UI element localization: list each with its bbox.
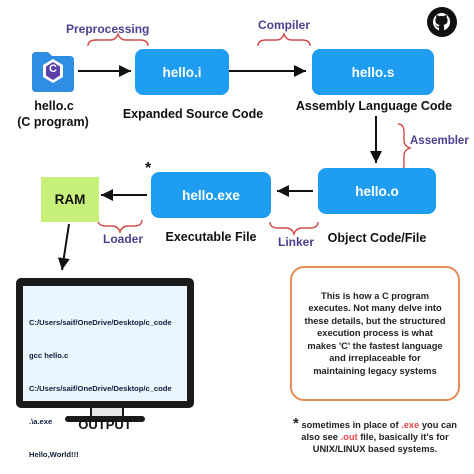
step-loader: Loader [103, 232, 144, 246]
executable-caption: Executable File [165, 230, 257, 244]
c-icon-letter: C [49, 63, 57, 75]
c-language-file-icon: C [30, 48, 76, 94]
arrow-ram-to-output [57, 223, 70, 271]
assembly-caption: Assembly Language Code [295, 99, 453, 113]
step-assembler: Assembler [410, 135, 469, 147]
footnote-before: sometimes in place of [301, 420, 402, 430]
ram-box: RAM [41, 177, 99, 222]
step-linker: Linker [278, 235, 315, 249]
object-label: hello.o [355, 183, 399, 199]
brace-compiler [257, 31, 311, 47]
monitor-stand-neck [90, 408, 124, 418]
explanation-text: This is how a C program executes. Not ma… [304, 291, 446, 376]
step-preprocessing: Preprocessing [66, 22, 150, 36]
object-box: hello.o [318, 168, 436, 214]
source-caption-filename: hello.c [34, 99, 74, 113]
github-icon[interactable] [426, 6, 458, 38]
footnote: * sometimes in place of .exe you can als… [290, 415, 460, 455]
step-compiler: Compiler [258, 18, 311, 32]
footnote-exe-ext: .exe [401, 420, 420, 430]
monitor-stand-base [65, 416, 145, 422]
footnote-after: file, basically it's for UNIX/LINUX base… [312, 432, 449, 454]
assembly-label: hello.s [351, 64, 395, 80]
terminal-screen [20, 283, 190, 404]
terminal-line: .\a.exe [29, 417, 53, 426]
footnote-out-ext: .out [340, 432, 358, 442]
expanded-source-label: hello.i [162, 64, 202, 80]
terminal-line: Hello,World!!! [29, 450, 79, 459]
terminal-output: C:/Users/saif/OneDrive/Desktop/c_code gc… [29, 295, 172, 471]
expanded-source-box: hello.i [135, 49, 229, 95]
executable-asterisk: * [145, 160, 152, 177]
terminal-line: C:/Users/saif/OneDrive/Desktop/c_code [29, 384, 172, 393]
source-caption-type: (C program) [17, 115, 89, 129]
footnote-middle: you can also see [301, 420, 457, 442]
terminal-line: gcc hello.c [29, 351, 69, 360]
executable-label: hello.exe [182, 187, 240, 203]
brace-assembler [397, 123, 413, 173]
footnote-star: * [293, 415, 299, 432]
ram-label: RAM [54, 192, 86, 207]
terminal-line: C:/Users/saif/OneDrive/Desktop/c_code [29, 318, 172, 327]
brace-preprocessing [87, 31, 149, 47]
executable-box: hello.exe [151, 172, 271, 218]
brace-loader [97, 219, 143, 235]
object-caption: Object Code/File [327, 231, 427, 245]
explanation-note: This is how a C program executes. Not ma… [290, 266, 460, 401]
assembly-box: hello.s [312, 49, 434, 95]
expanded-source-caption: Expanded Source Code [122, 107, 264, 121]
brace-linker [269, 221, 319, 237]
output-caption: OUTPUT [78, 417, 132, 432]
